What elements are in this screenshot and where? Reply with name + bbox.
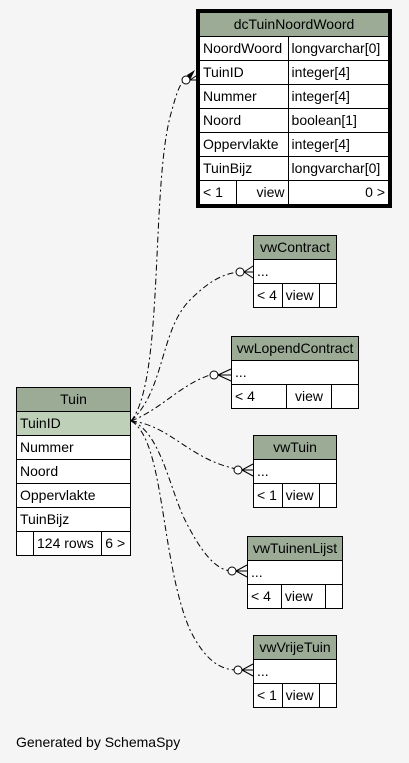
parent-count: < 1: [253, 483, 283, 508]
table-title[interactable]: vwLopendContract: [231, 336, 359, 361]
column-type: integer[4]: [287, 132, 390, 157]
edge-dc: [130, 78, 187, 422]
child-count: 6 >: [101, 531, 131, 556]
edge-vwLopendContract: [130, 374, 211, 422]
table-kind: view: [280, 584, 327, 609]
parent-count: < 4: [253, 283, 283, 308]
column-name: Oppervlakte: [16, 483, 131, 508]
column-placeholder: ...: [253, 459, 337, 484]
primary-key-column: TuinID: [16, 411, 131, 436]
edge-vwContract: [130, 271, 241, 422]
parent-count: < 4: [247, 584, 282, 609]
column-name: TuinBijz: [199, 156, 289, 181]
parent-count: < 1: [199, 180, 237, 205]
table-kind: view: [281, 483, 321, 508]
table-title[interactable]: vwContract: [253, 235, 337, 260]
parent-count: < 1: [253, 683, 283, 708]
column-name: Noord: [199, 108, 289, 133]
column-placeholder: ...: [253, 659, 337, 684]
column-name: TuinID: [199, 60, 289, 85]
column-placeholder: ...: [231, 360, 359, 385]
edge-vwVrijeTuin: [130, 420, 238, 671]
parent-count: < 4: [231, 384, 287, 409]
child-count: 0 >: [287, 180, 390, 205]
column-type: longvarchar[0]: [287, 36, 390, 61]
table-title[interactable]: vwVrijeTuin: [253, 635, 337, 660]
table-kind: view: [286, 384, 332, 409]
table-title[interactable]: Tuin: [16, 387, 131, 412]
table-title[interactable]: vwTuinenLijst: [247, 536, 343, 561]
table-title[interactable]: vwTuin: [253, 435, 337, 460]
column-placeholder: ...: [253, 259, 337, 284]
row-count: 124 rows: [32, 531, 103, 556]
column-name: Noord: [16, 459, 131, 484]
column-name: NoordWoord: [199, 36, 289, 61]
column-type: integer[4]: [287, 60, 390, 85]
table-title[interactable]: dcTuinNoordWoord: [199, 12, 389, 37]
column-name: TuinBijz: [16, 507, 131, 532]
column-type: integer[4]: [287, 84, 390, 109]
table-kind: view: [281, 283, 321, 308]
edge-vwTuinenLijst: [130, 420, 232, 572]
column-name: Nummer: [199, 84, 289, 109]
edge-vwTuin: [130, 420, 238, 470]
table-kind: view: [236, 180, 289, 205]
column-name: Oppervlakte: [199, 132, 289, 157]
generated-by-label: Generated by SchemaSpy: [16, 734, 181, 750]
column-placeholder: ...: [247, 560, 343, 585]
column-type: longvarchar[0]: [287, 156, 390, 181]
column-name: Nummer: [16, 435, 131, 460]
column-type: boolean[1]: [287, 108, 390, 133]
table-Tuin[interactable]: Tuin TuinID Nummer Noord Oppervlakte Tui…: [16, 387, 131, 556]
table-kind: view: [281, 683, 321, 708]
